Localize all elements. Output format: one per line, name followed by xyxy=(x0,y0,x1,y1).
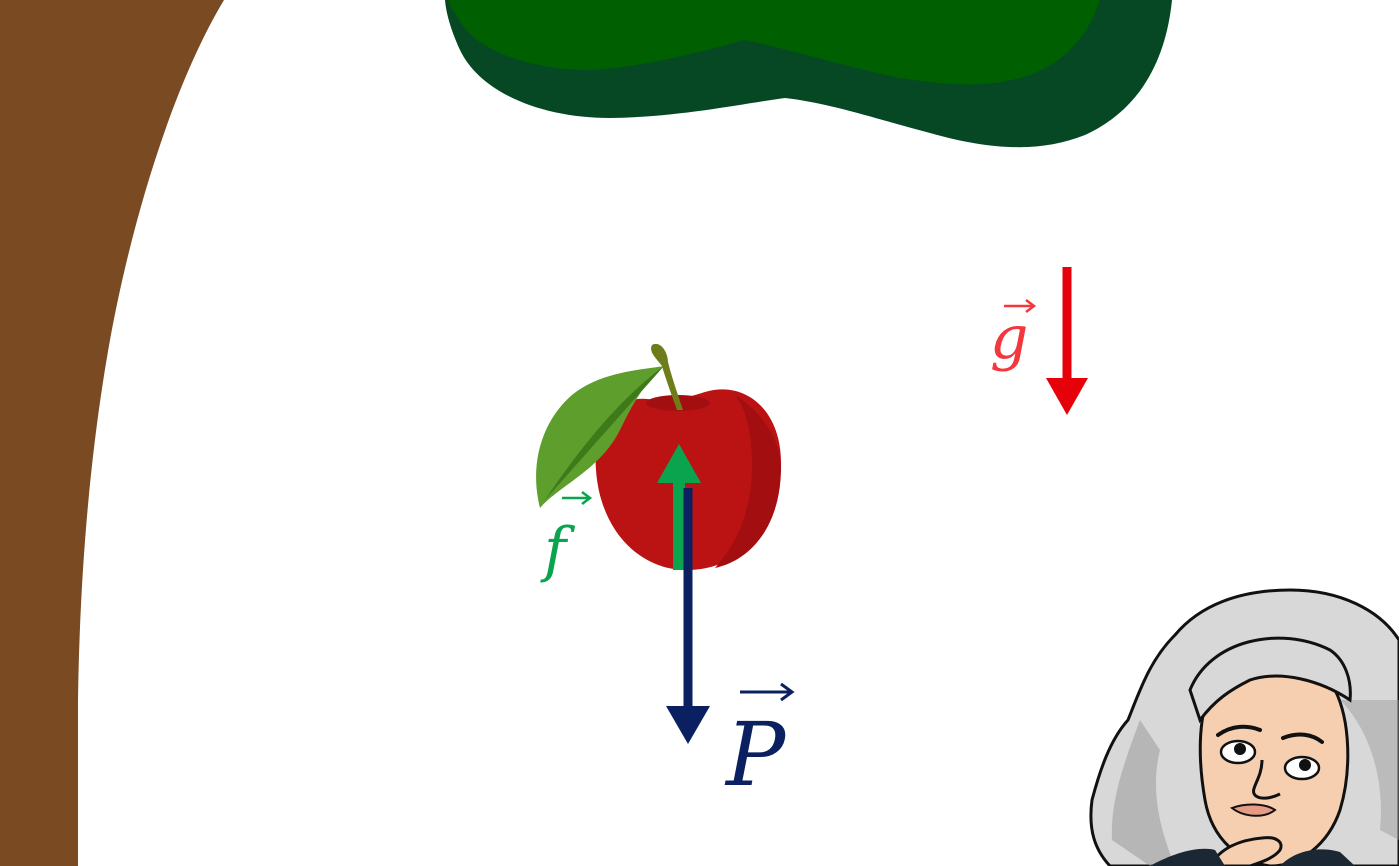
friction-label: f xyxy=(540,491,593,585)
tree-trunk xyxy=(0,0,224,866)
gravity-arrow xyxy=(1046,267,1088,415)
apple-stem xyxy=(651,343,683,410)
gravity-label: g xyxy=(990,299,1037,373)
weight-arrow xyxy=(666,488,710,744)
tree-foliage xyxy=(445,0,1172,148)
svg-text:f: f xyxy=(540,515,576,585)
svg-text:P: P xyxy=(724,703,787,806)
weight-label: P xyxy=(724,682,795,806)
apple-icon xyxy=(536,343,782,571)
svg-text:g: g xyxy=(990,303,1028,373)
scientist-avatar xyxy=(1089,588,1399,866)
friction-arrow xyxy=(657,444,701,570)
